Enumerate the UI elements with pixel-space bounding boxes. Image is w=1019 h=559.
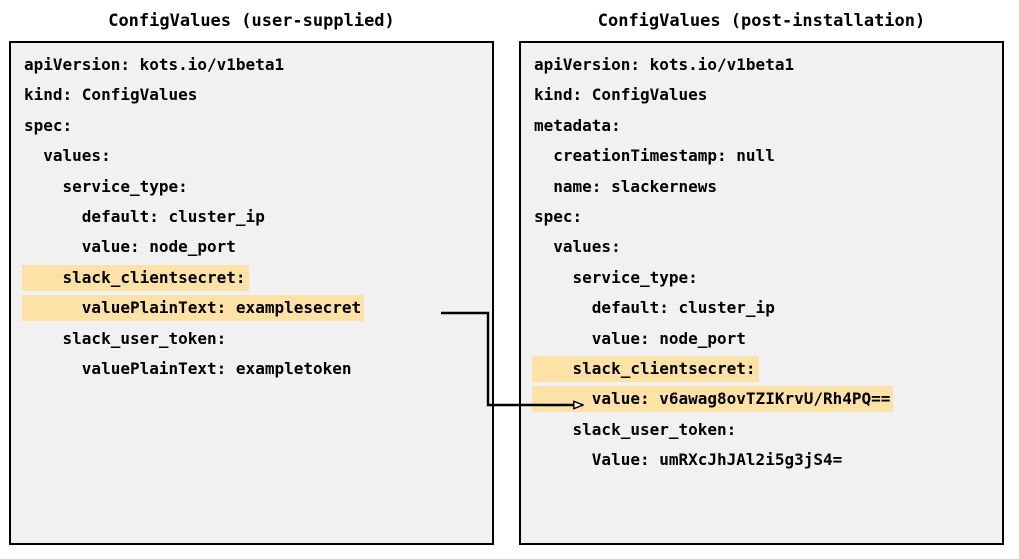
yaml-line: apiVersion: kots.io/v1beta1 [22,50,492,80]
yaml-line-text: name: slackernews [534,176,718,196]
yaml-line-text: slack_clientsecret: [22,264,249,291]
panel-right-yaml-lines: apiVersion: kots.io/v1beta1 kind: ConfigV… [532,50,1002,475]
yaml-line: metadata: [532,111,1002,141]
yaml-line: name: slackernews [532,172,1002,202]
yaml-line: values: [532,232,1002,262]
yaml-line: slack_clientsecret: [532,354,1002,384]
yaml-line: value: node_port [22,232,492,262]
yaml-line-text: slack_user_token: [534,419,737,439]
panel-left-yaml-lines: apiVersion: kots.io/v1beta1 kind: ConfigV… [22,50,492,384]
panel-left-title: ConfigValues (user-supplied) [108,11,395,31]
yaml-line-text: values: [24,146,111,166]
yaml-line-text: apiVersion: kots.io/v1beta1 [24,55,285,74]
yaml-line: service_type: [22,172,492,202]
yaml-line-text: apiVersion: kots.io/v1beta1 [534,55,795,74]
yaml-line-text: slack_user_token: [24,328,227,348]
yaml-line: service_type: [532,263,1002,293]
yaml-line: kind: ConfigValues [22,80,492,110]
yaml-line: slack_clientsecret: [22,263,492,293]
yaml-line-text: creationTimestamp: null [534,146,775,166]
yaml-line: kind: ConfigValues [532,80,1002,110]
yaml-line-text: value: v6awag8ovTZIKrvU/Rh4PQ== [532,386,894,413]
yaml-line-text: value: node_port [24,237,236,257]
yaml-line-text: Value: umRXcJhJAl2i5g3jS4= [534,450,843,470]
yaml-line-text: service_type: [534,267,698,287]
yaml-line-text: spec: [24,115,73,135]
yaml-line-text: slack_clientsecret: [532,355,759,382]
yaml-line-text: valuePlainText: examplesecret [22,295,365,322]
yaml-line: valuePlainText: examplesecret [22,293,492,323]
yaml-line: default: cluster_ip [532,293,1002,323]
yaml-line: valuePlainText: exampletoken [22,354,492,384]
panel-left-yaml-box: apiVersion: kots.io/v1beta1 kind: ConfigV… [9,41,494,545]
yaml-line-text: values: [534,237,621,257]
yaml-line: Value: umRXcJhJAl2i5g3jS4= [532,445,1002,475]
yaml-line-text: value: node_port [534,328,746,348]
yaml-line-text: spec: [534,206,583,226]
yaml-line-text: valuePlainText: exampletoken [24,358,352,378]
yaml-line-text: metadata: [534,115,621,135]
yaml-line: spec: [532,202,1002,232]
yaml-line: slack_user_token: [532,415,1002,445]
panel-right-yaml-box: apiVersion: kots.io/v1beta1 kind: ConfigV… [519,41,1004,545]
yaml-line: default: cluster_ip [22,202,492,232]
yaml-line: value: node_port [532,324,1002,354]
yaml-line-text: kind: ConfigValues [534,85,708,105]
yaml-line: spec: [22,111,492,141]
panel-right-title: ConfigValues (post-installation) [597,11,926,31]
yaml-line-text: service_type: [24,176,188,196]
yaml-line-text: kind: ConfigValues [24,85,198,105]
yaml-line-text: default: cluster_ip [534,298,775,318]
yaml-line: values: [22,141,492,171]
yaml-line: creationTimestamp: null [532,141,1002,171]
yaml-line-text: default: cluster_ip [24,206,265,226]
yaml-line: slack_user_token: [22,324,492,354]
yaml-line: apiVersion: kots.io/v1beta1 [532,50,1002,80]
yaml-line: value: v6awag8ovTZIKrvU/Rh4PQ== [532,384,1002,414]
